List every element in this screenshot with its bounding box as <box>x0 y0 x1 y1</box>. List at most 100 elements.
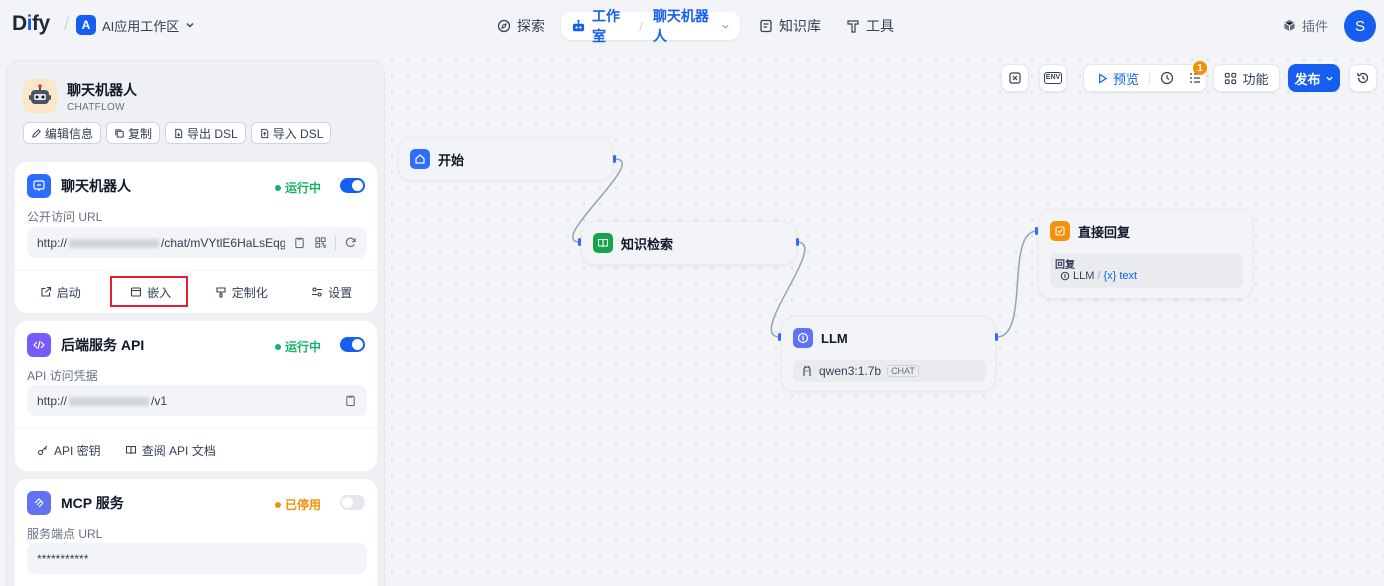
robot-icon <box>571 19 586 34</box>
endpoint-value[interactable]: *********** <box>37 551 89 566</box>
nav-studio[interactable]: 工作室 / 聊天机器人 <box>561 8 740 44</box>
answer-variable: LLM / {x} text <box>1060 270 1137 282</box>
file-import-icon <box>259 128 270 139</box>
exit-icon <box>1008 71 1022 85</box>
nav-knowledge[interactable]: 知识库 <box>759 12 821 40</box>
node-title: 开始 <box>438 152 465 168</box>
env-button[interactable]: ENV <box>1039 64 1067 92</box>
refresh-icon[interactable] <box>344 236 357 249</box>
env-icon: ENV <box>1043 72 1063 84</box>
book-icon <box>759 19 773 33</box>
workflow-canvas[interactable] <box>384 52 1384 586</box>
settings-icon <box>311 286 323 298</box>
node-handle[interactable] <box>613 155 616 163</box>
api-actions: API 密钥 查阅 API 文档 <box>15 428 377 471</box>
exit-icon-button[interactable] <box>1001 64 1029 92</box>
export-dsl-button[interactable]: 导出 DSL <box>165 122 246 144</box>
node-handle[interactable] <box>1035 227 1038 235</box>
llm-mode-badge: CHAT <box>887 365 919 377</box>
qrcode-icon[interactable] <box>314 236 327 249</box>
edit-info-button[interactable]: 编辑信息 <box>23 122 102 144</box>
dify-logo[interactable]: Dify <box>12 12 50 36</box>
checklist-badge: 1 <box>1193 61 1207 75</box>
llm-model-row: qwen3:1.7b CHAT <box>793 360 986 382</box>
button-label: 编辑信息 <box>45 126 94 141</box>
button-label: 复制 <box>128 126 153 141</box>
grid-icon <box>1224 72 1237 85</box>
node-handle[interactable] <box>578 238 581 246</box>
hammer-icon <box>846 19 860 33</box>
pencil-icon <box>31 128 42 139</box>
toggle-knob <box>352 339 363 350</box>
customize-button[interactable]: 定制化 <box>196 271 287 313</box>
ollama-icon <box>801 365 813 377</box>
history-run-icon[interactable] <box>1160 71 1174 85</box>
app-header: 聊天机器人 CHATFLOW <box>23 79 137 113</box>
url-prefix: http:// <box>37 393 68 408</box>
action-label: 启动 <box>56 285 81 300</box>
answer-label: 回复 <box>1055 260 1075 271</box>
publish-button[interactable]: 发布 <box>1288 64 1340 92</box>
workspace-switcher[interactable]: A AI应用工作区 <box>76 15 195 35</box>
node-handle[interactable] <box>796 238 799 246</box>
status-badge: 运行中 <box>274 179 321 196</box>
import-dsl-button[interactable]: 导入 DSL <box>250 122 332 144</box>
version-history-button[interactable] <box>1349 64 1377 92</box>
duplicate-button[interactable]: 复制 <box>106 122 161 144</box>
card-title: 聊天机器人 <box>61 178 131 194</box>
public-url-field: http:///chat/mVYtlE6HaLsEqg... <box>27 227 367 258</box>
app-sidebar: 聊天机器人 CHATFLOW 编辑信息 复制 导出 DSL 导入 DSL 聊天机… <box>6 60 385 586</box>
action-label: 设置 <box>328 285 353 300</box>
api-url[interactable]: http:// /v1 <box>37 394 336 408</box>
code-icon <box>27 333 51 357</box>
publish-label: 发布 <box>1294 71 1321 87</box>
chevron-down-icon <box>721 22 730 31</box>
book-open-icon <box>593 233 613 253</box>
workspace-name: AI应用工作区 <box>102 18 180 34</box>
copy-icon <box>114 128 125 139</box>
settings-button[interactable]: 设置 <box>287 271 378 313</box>
llm-icon <box>793 328 813 348</box>
embed-button[interactable]: 嵌入 <box>106 271 197 313</box>
toggle-knob <box>342 497 353 508</box>
node-llm[interactable]: LLM qwen3:1.7b CHAT <box>781 316 996 392</box>
features-button[interactable]: 功能 <box>1213 64 1280 92</box>
card-title: 后端服务 API <box>61 337 145 353</box>
button-label: 导出 DSL <box>187 126 238 141</box>
mcp-toggle[interactable] <box>340 495 365 510</box>
node-title: LLM <box>821 330 848 346</box>
api-key-button[interactable]: API 密钥 <box>37 429 101 471</box>
avatar[interactable]: S <box>1344 10 1376 42</box>
api-docs-button[interactable]: 查阅 API 文档 <box>125 429 216 471</box>
url-suffix: /v1 <box>151 393 168 408</box>
preview-button[interactable]: 预览 <box>1113 71 1140 87</box>
app-name: 聊天机器人 <box>67 81 137 98</box>
node-direct-answer[interactable]: 直接回复 回复 LLM / {x} text <box>1038 209 1253 299</box>
plugins-link[interactable]: 插件 <box>1283 16 1328 35</box>
copy-icon[interactable] <box>344 394 357 407</box>
credential-label: API 访问凭据 <box>27 369 98 383</box>
node-handle[interactable] <box>778 333 781 341</box>
play-icon <box>1096 72 1109 85</box>
compass-icon <box>497 19 511 33</box>
logo-part: fy <box>32 12 50 35</box>
node-title: 知识检索 <box>621 236 674 252</box>
nav-label: 工具 <box>866 18 894 34</box>
key-icon <box>37 444 49 456</box>
answer-content: 回复 LLM / {x} text <box>1050 253 1243 288</box>
action-label: 嵌入 <box>147 285 172 300</box>
status-label: 已停用 <box>284 498 321 512</box>
node-handle[interactable] <box>995 333 998 341</box>
webapp-toggle[interactable] <box>340 178 365 193</box>
nav-tools[interactable]: 工具 <box>846 12 894 40</box>
copy-icon[interactable] <box>293 236 306 249</box>
public-url[interactable]: http:///chat/mVYtlE6HaLsEqg... <box>37 236 285 250</box>
node-start[interactable]: 开始 <box>398 137 613 181</box>
api-toggle[interactable] <box>340 337 365 352</box>
node-knowledge-retrieval[interactable]: 知识检索 <box>581 221 797 265</box>
nav-explore[interactable]: 探索 <box>497 12 545 40</box>
paint-brush-icon <box>215 286 227 298</box>
launch-button[interactable]: 启动 <box>15 271 106 313</box>
status-label: 运行中 <box>284 181 321 195</box>
webapp-card: 聊天机器人 运行中 公开访问 URL http:///chat/mVYtlE6H… <box>15 162 377 313</box>
